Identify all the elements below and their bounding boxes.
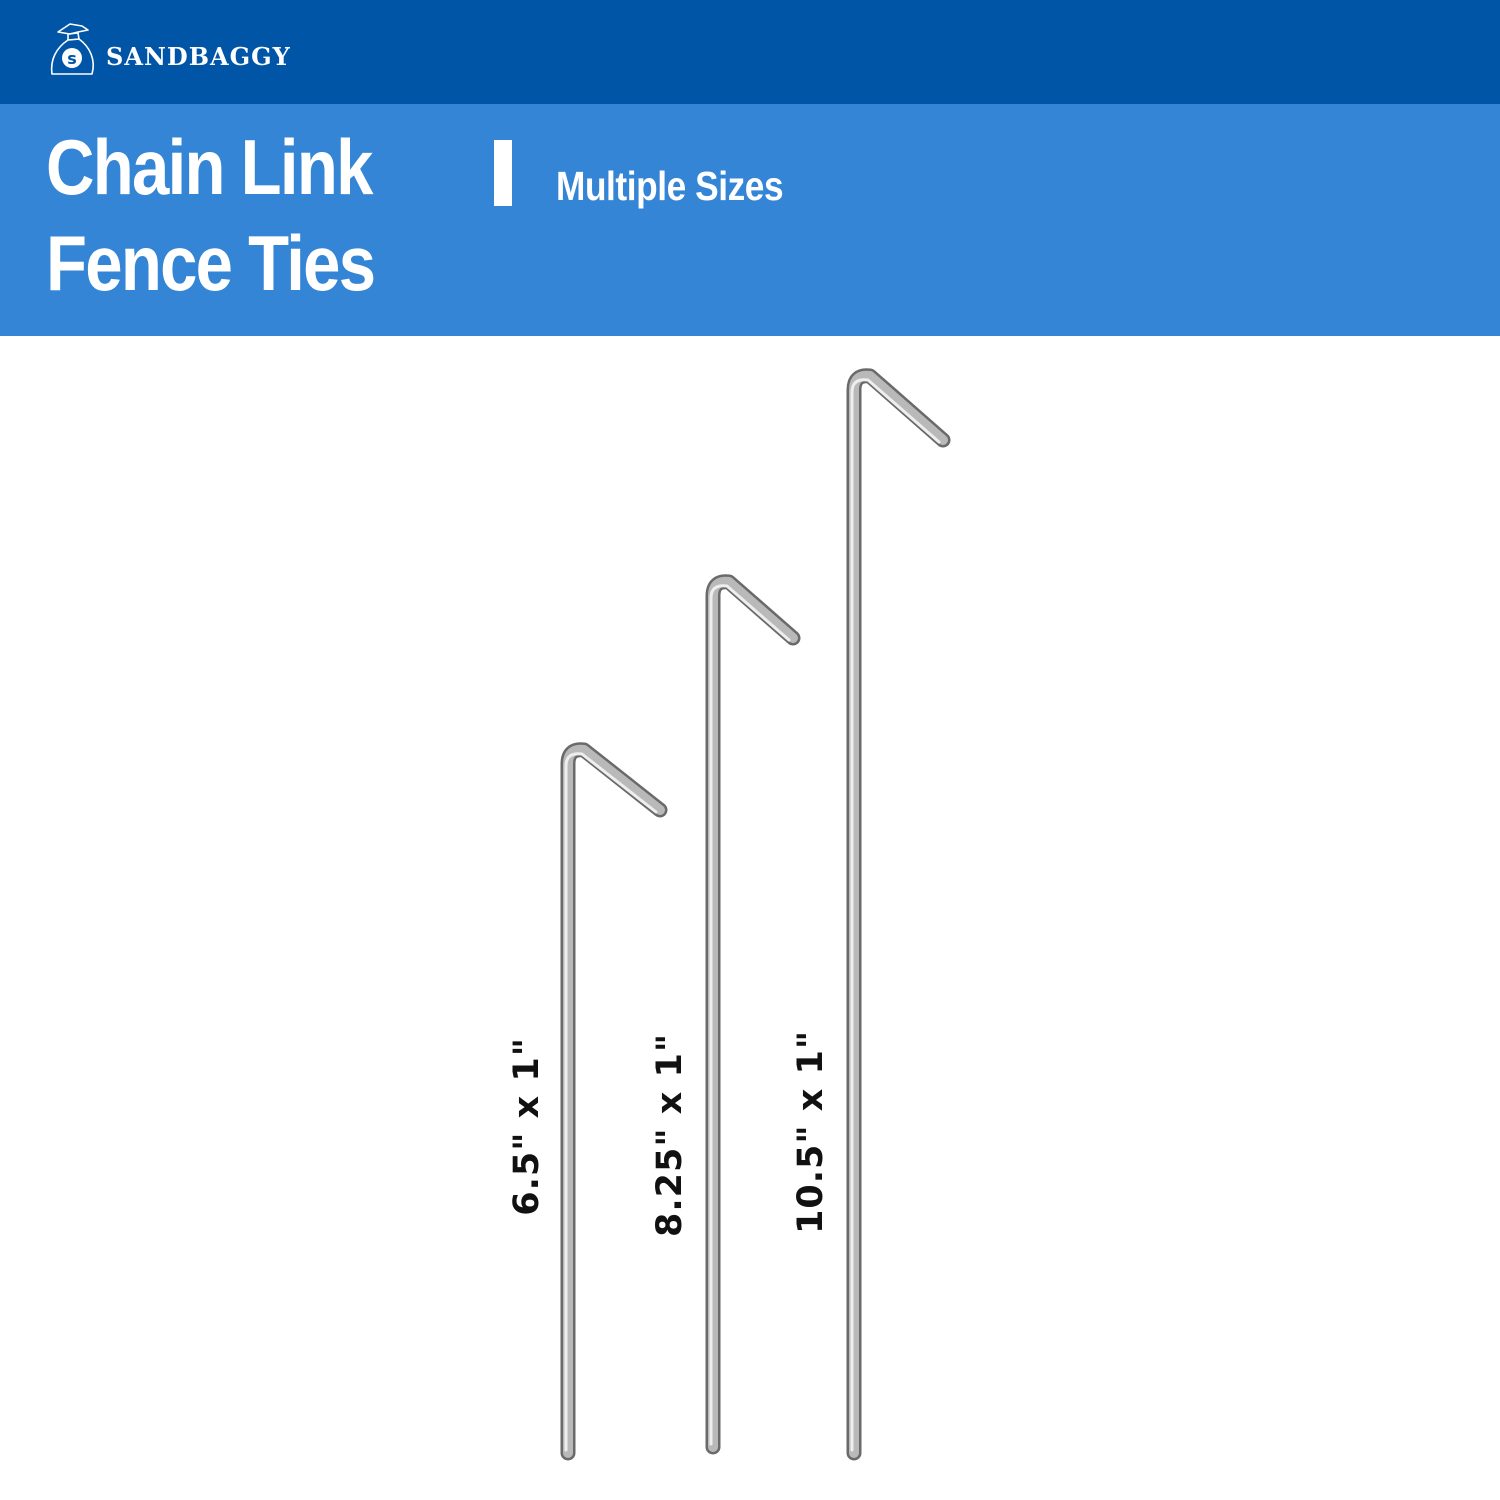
fence-tie-6-5-in — [560, 742, 668, 1461]
brand-name: sandbaggy — [106, 34, 291, 74]
title-band: Chain Link Fence Ties Multiple Sizes — [0, 104, 1500, 336]
title-divider — [494, 140, 512, 206]
brand-bar: s sandbaggy — [0, 0, 1500, 104]
svg-text:s: s — [67, 49, 77, 68]
fence-tie-8-25-in — [705, 574, 801, 1455]
title-line-1: Chain Link — [46, 123, 373, 211]
money-bag-icon: s — [50, 23, 95, 75]
title-line-2: Fence Ties — [46, 219, 376, 307]
size-label-8-25-in: 8.25" x 1" — [650, 1032, 690, 1237]
product-area — [0, 336, 1500, 1500]
size-label-6-5-in: 6.5" x 1" — [507, 1037, 547, 1216]
subtitle: Multiple Sizes — [556, 163, 784, 209]
size-label-10-5-in: 10.5" x 1" — [791, 1029, 831, 1234]
fence-tie-10-5-in — [846, 368, 951, 1461]
